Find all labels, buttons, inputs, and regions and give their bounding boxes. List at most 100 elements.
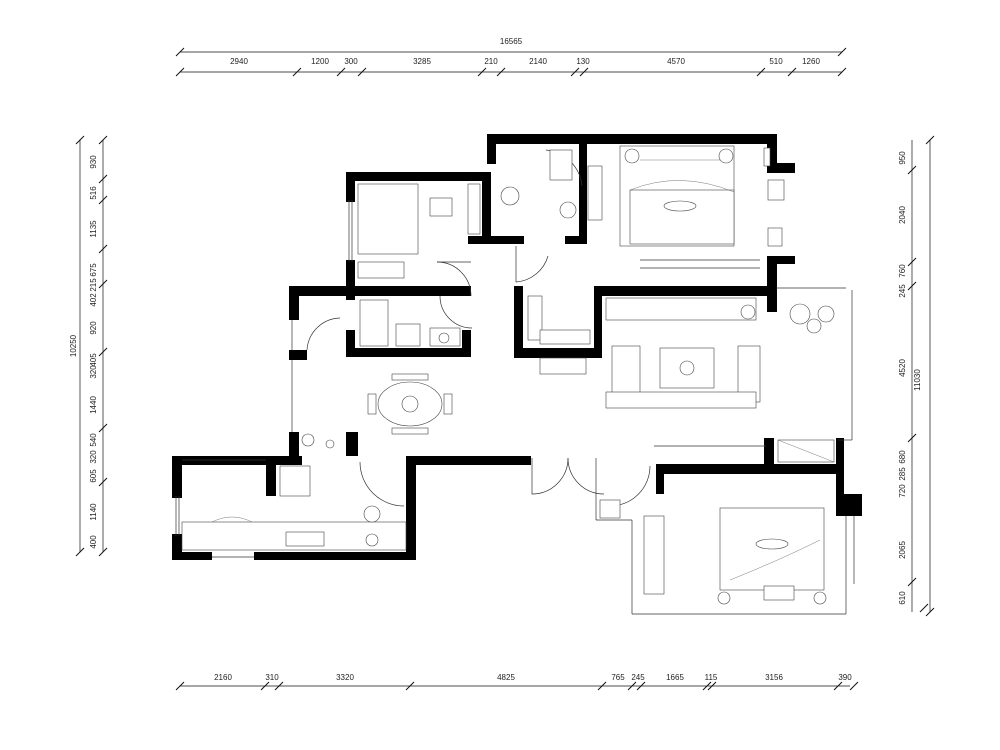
wall — [289, 432, 299, 456]
bottom-dimension-label: 3156 — [765, 673, 783, 682]
left-dimension-label: 540 — [89, 433, 98, 447]
lower-left-room-furniture — [181, 465, 407, 551]
bottom-dimension-label: 765 — [611, 673, 625, 682]
wall — [767, 256, 795, 264]
bottom-dimension-label: 245 — [631, 673, 645, 682]
nightstand-lamp — [624, 148, 640, 164]
nightstand-lamp — [718, 148, 734, 164]
wall — [172, 534, 182, 560]
armchair — [767, 227, 783, 247]
pillow — [663, 200, 697, 212]
lower-right-bedroom-furniture — [599, 439, 835, 605]
wall — [836, 494, 862, 516]
round-table — [789, 303, 811, 325]
dining-chair — [391, 373, 429, 381]
bottom-dimension-label: 310 — [265, 673, 279, 682]
toilet — [395, 323, 421, 347]
top-dimension-label: 130 — [576, 57, 590, 66]
top-dimension-label: 510 — [769, 57, 783, 66]
wall — [172, 552, 212, 560]
top-dimension-label: 2140 — [529, 57, 547, 66]
left-dimension-line: 10250 930 516 1135 675 215 402 920 405 3… — [69, 135, 108, 557]
left-dimension-label: 1440 — [89, 396, 98, 414]
wall — [565, 236, 587, 244]
right-dimension-label: 4520 — [898, 359, 907, 377]
plant — [301, 433, 315, 447]
right-dimension-label: 2065 — [898, 541, 907, 559]
sink — [500, 186, 520, 206]
chair — [279, 465, 311, 497]
right-dimension-label: 680 — [898, 450, 907, 464]
chair — [806, 318, 822, 334]
bed-cover — [629, 189, 735, 245]
wall — [172, 456, 302, 465]
wall — [406, 456, 416, 560]
wall — [346, 260, 355, 300]
top-dimension-label: 1260 — [802, 57, 820, 66]
top-dimension-label: 300 — [344, 57, 358, 66]
cabinet — [599, 499, 621, 519]
door-swing — [439, 295, 473, 329]
wall — [767, 163, 795, 173]
left-dimension-label: 320 — [89, 450, 98, 464]
left-dimension-label: 920 — [89, 321, 98, 335]
fixture — [559, 201, 577, 219]
door-swing — [515, 246, 549, 283]
left-dimension-label: 1140 — [89, 503, 98, 521]
door-swing — [436, 261, 472, 297]
bottom-dimension-label: 4825 — [497, 673, 515, 682]
window-lines — [175, 200, 855, 615]
nightstand-lamp — [813, 591, 827, 605]
wall — [656, 464, 664, 494]
bench — [763, 585, 795, 601]
lamp — [740, 304, 756, 320]
left-dimension-label: 215 — [89, 278, 98, 292]
right-dimension-label: 760 — [898, 264, 907, 278]
top-dimension-label: 4570 — [667, 57, 685, 66]
left-dimension-label: 320 — [89, 365, 98, 379]
wall — [266, 456, 276, 496]
left-dimension-label: 402 — [89, 293, 98, 307]
pillow — [755, 538, 789, 550]
walls — [172, 134, 862, 560]
right-dimension-label: 720 — [898, 484, 907, 498]
top-dimension-label: 1200 — [311, 57, 329, 66]
wall — [346, 432, 358, 456]
wall — [346, 330, 355, 356]
right-dimension-label: 950 — [898, 151, 907, 165]
drawer-unit — [285, 531, 325, 547]
wall — [289, 286, 299, 320]
bottom-dimension-label: 390 — [838, 673, 852, 682]
window-sill — [763, 147, 771, 167]
wall — [764, 438, 774, 468]
wardrobe — [587, 165, 603, 221]
wall — [767, 256, 777, 312]
tv-cabinet — [605, 297, 757, 321]
shelving — [539, 329, 591, 345]
left-dimension-label: 1135 — [89, 220, 98, 238]
wall — [514, 286, 523, 358]
wall — [656, 464, 838, 474]
right-dimension-line: 950 2040 760 245 4520 11030 720 285 680 … — [898, 135, 935, 617]
top-dimension-label: 3285 — [413, 57, 431, 66]
plant — [325, 439, 335, 449]
bathtub — [357, 183, 419, 255]
shelf — [549, 149, 573, 181]
wall — [254, 552, 414, 560]
bottom-dimension-label: 1665 — [666, 673, 684, 682]
counter — [357, 261, 405, 279]
centerpiece — [401, 395, 419, 413]
wall — [836, 438, 844, 498]
shower — [359, 299, 389, 347]
shelving — [527, 295, 543, 341]
wall — [462, 330, 471, 356]
toilet — [429, 197, 453, 217]
wall — [487, 134, 777, 144]
basin — [438, 332, 450, 344]
bottom-dimension-label: 2160 — [214, 673, 232, 682]
wardrobe — [643, 515, 665, 595]
left-dimension-label: 516 — [89, 186, 98, 200]
wall — [346, 172, 491, 181]
decor — [365, 533, 379, 547]
dining-chair — [367, 393, 377, 415]
